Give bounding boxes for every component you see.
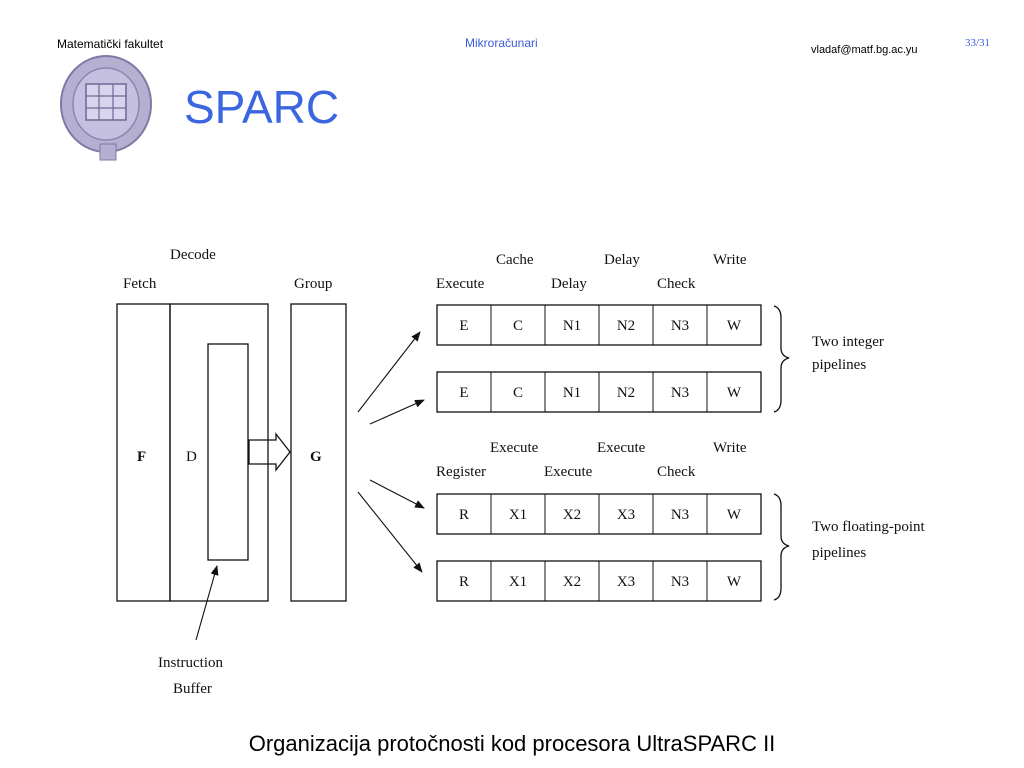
buffer-to-group-arrow	[248, 432, 291, 472]
slide-caption: Organizacija protočnosti kod procesora U…	[248, 731, 776, 756]
integer-label-2: pipelines	[812, 357, 866, 373]
fp1-cell-1: R	[459, 507, 469, 523]
int1-cell-2: C	[513, 318, 523, 334]
faculty-name: Matematički fakultet	[57, 37, 164, 51]
fp-header-register: Register	[436, 464, 486, 480]
fp1-cell-5: N3	[671, 507, 689, 523]
int1-cell-5: N3	[671, 318, 689, 334]
int1-cell-3: N1	[563, 318, 581, 334]
fp2-cell-2: X1	[509, 574, 527, 590]
slide-title: SPARC	[184, 81, 340, 133]
fp1-cell-4: X3	[617, 507, 635, 523]
fetch-label: Fetch	[123, 276, 157, 292]
fp2-cell-3: X2	[563, 574, 581, 590]
decode-box	[169, 303, 269, 602]
author-email: vladaf@matf.bg.ac.yu	[811, 44, 918, 56]
integer-pipeline-2: E C N1 N2 N3 W	[436, 371, 762, 413]
dispatch-arrow-int-2	[369, 399, 425, 425]
page-number: 33/31	[965, 37, 991, 49]
fp2-cell-5: N3	[671, 574, 689, 590]
integer-pipeline-1: E C N1 N2 N3 W	[436, 304, 762, 346]
fp1-cell-3: X2	[563, 507, 581, 523]
fp-header-execute: Execute	[544, 464, 593, 480]
instruction-buffer-box	[207, 343, 249, 561]
dispatch-arrow-int-1	[357, 331, 421, 413]
dispatch-arrow-fp-2	[357, 491, 423, 573]
fp2-cell-4: X3	[617, 574, 635, 590]
fp1-cell-6: W	[727, 507, 742, 523]
decode-label: Decode	[170, 247, 216, 263]
buffer-label: Buffer	[173, 681, 212, 697]
int2-cell-5: N3	[671, 385, 689, 401]
fp-header-execute-top-2: Execute	[597, 440, 646, 456]
group-box	[290, 303, 347, 602]
int1-cell-4: N2	[617, 318, 635, 334]
int-header-cache: Cache	[496, 252, 534, 268]
fp-label-1: Two floating-point	[812, 519, 926, 535]
int2-cell-2: C	[513, 385, 523, 401]
int1-cell-1: E	[459, 318, 468, 334]
fp-pipeline-1: R X1 X2 X3 N3 W	[436, 493, 762, 535]
int2-cell-4: N2	[617, 385, 635, 401]
fp1-cell-2: X1	[509, 507, 527, 523]
int-header-check: Check	[657, 276, 696, 292]
fp-header-write: Write	[713, 440, 747, 456]
fp-pipeline-2: R X1 X2 X3 N3 W	[436, 560, 762, 602]
instruction-label: Instruction	[158, 655, 223, 671]
int2-cell-6: W	[727, 385, 742, 401]
group-label: Group	[294, 276, 332, 292]
course-name: Mikroračunari	[465, 36, 538, 50]
fp-label-2: pipelines	[812, 545, 866, 561]
fp-brace	[773, 493, 790, 601]
int-header-execute: Execute	[436, 276, 485, 292]
int-header-delay: Delay	[551, 276, 587, 292]
int1-cell-6: W	[727, 318, 742, 334]
int2-cell-1: E	[459, 385, 468, 401]
fp2-cell-1: R	[459, 574, 469, 590]
int-header-delay-top: Delay	[604, 252, 640, 268]
int2-cell-3: N1	[563, 385, 581, 401]
d-box-label: D	[186, 449, 197, 465]
fp2-cell-6: W	[727, 574, 742, 590]
instruction-buffer-pointer	[195, 565, 219, 641]
g-box-label: G	[310, 449, 322, 465]
dispatch-arrow-fp-1	[369, 479, 425, 509]
integer-brace	[773, 305, 790, 413]
fp-header-check: Check	[657, 464, 696, 480]
faculty-seal-logo	[60, 55, 152, 161]
fp-header-execute-top-1: Execute	[490, 440, 539, 456]
integer-label-1: Two integer	[812, 334, 884, 350]
f-box-label: F	[137, 449, 146, 465]
int-header-write: Write	[713, 252, 747, 268]
